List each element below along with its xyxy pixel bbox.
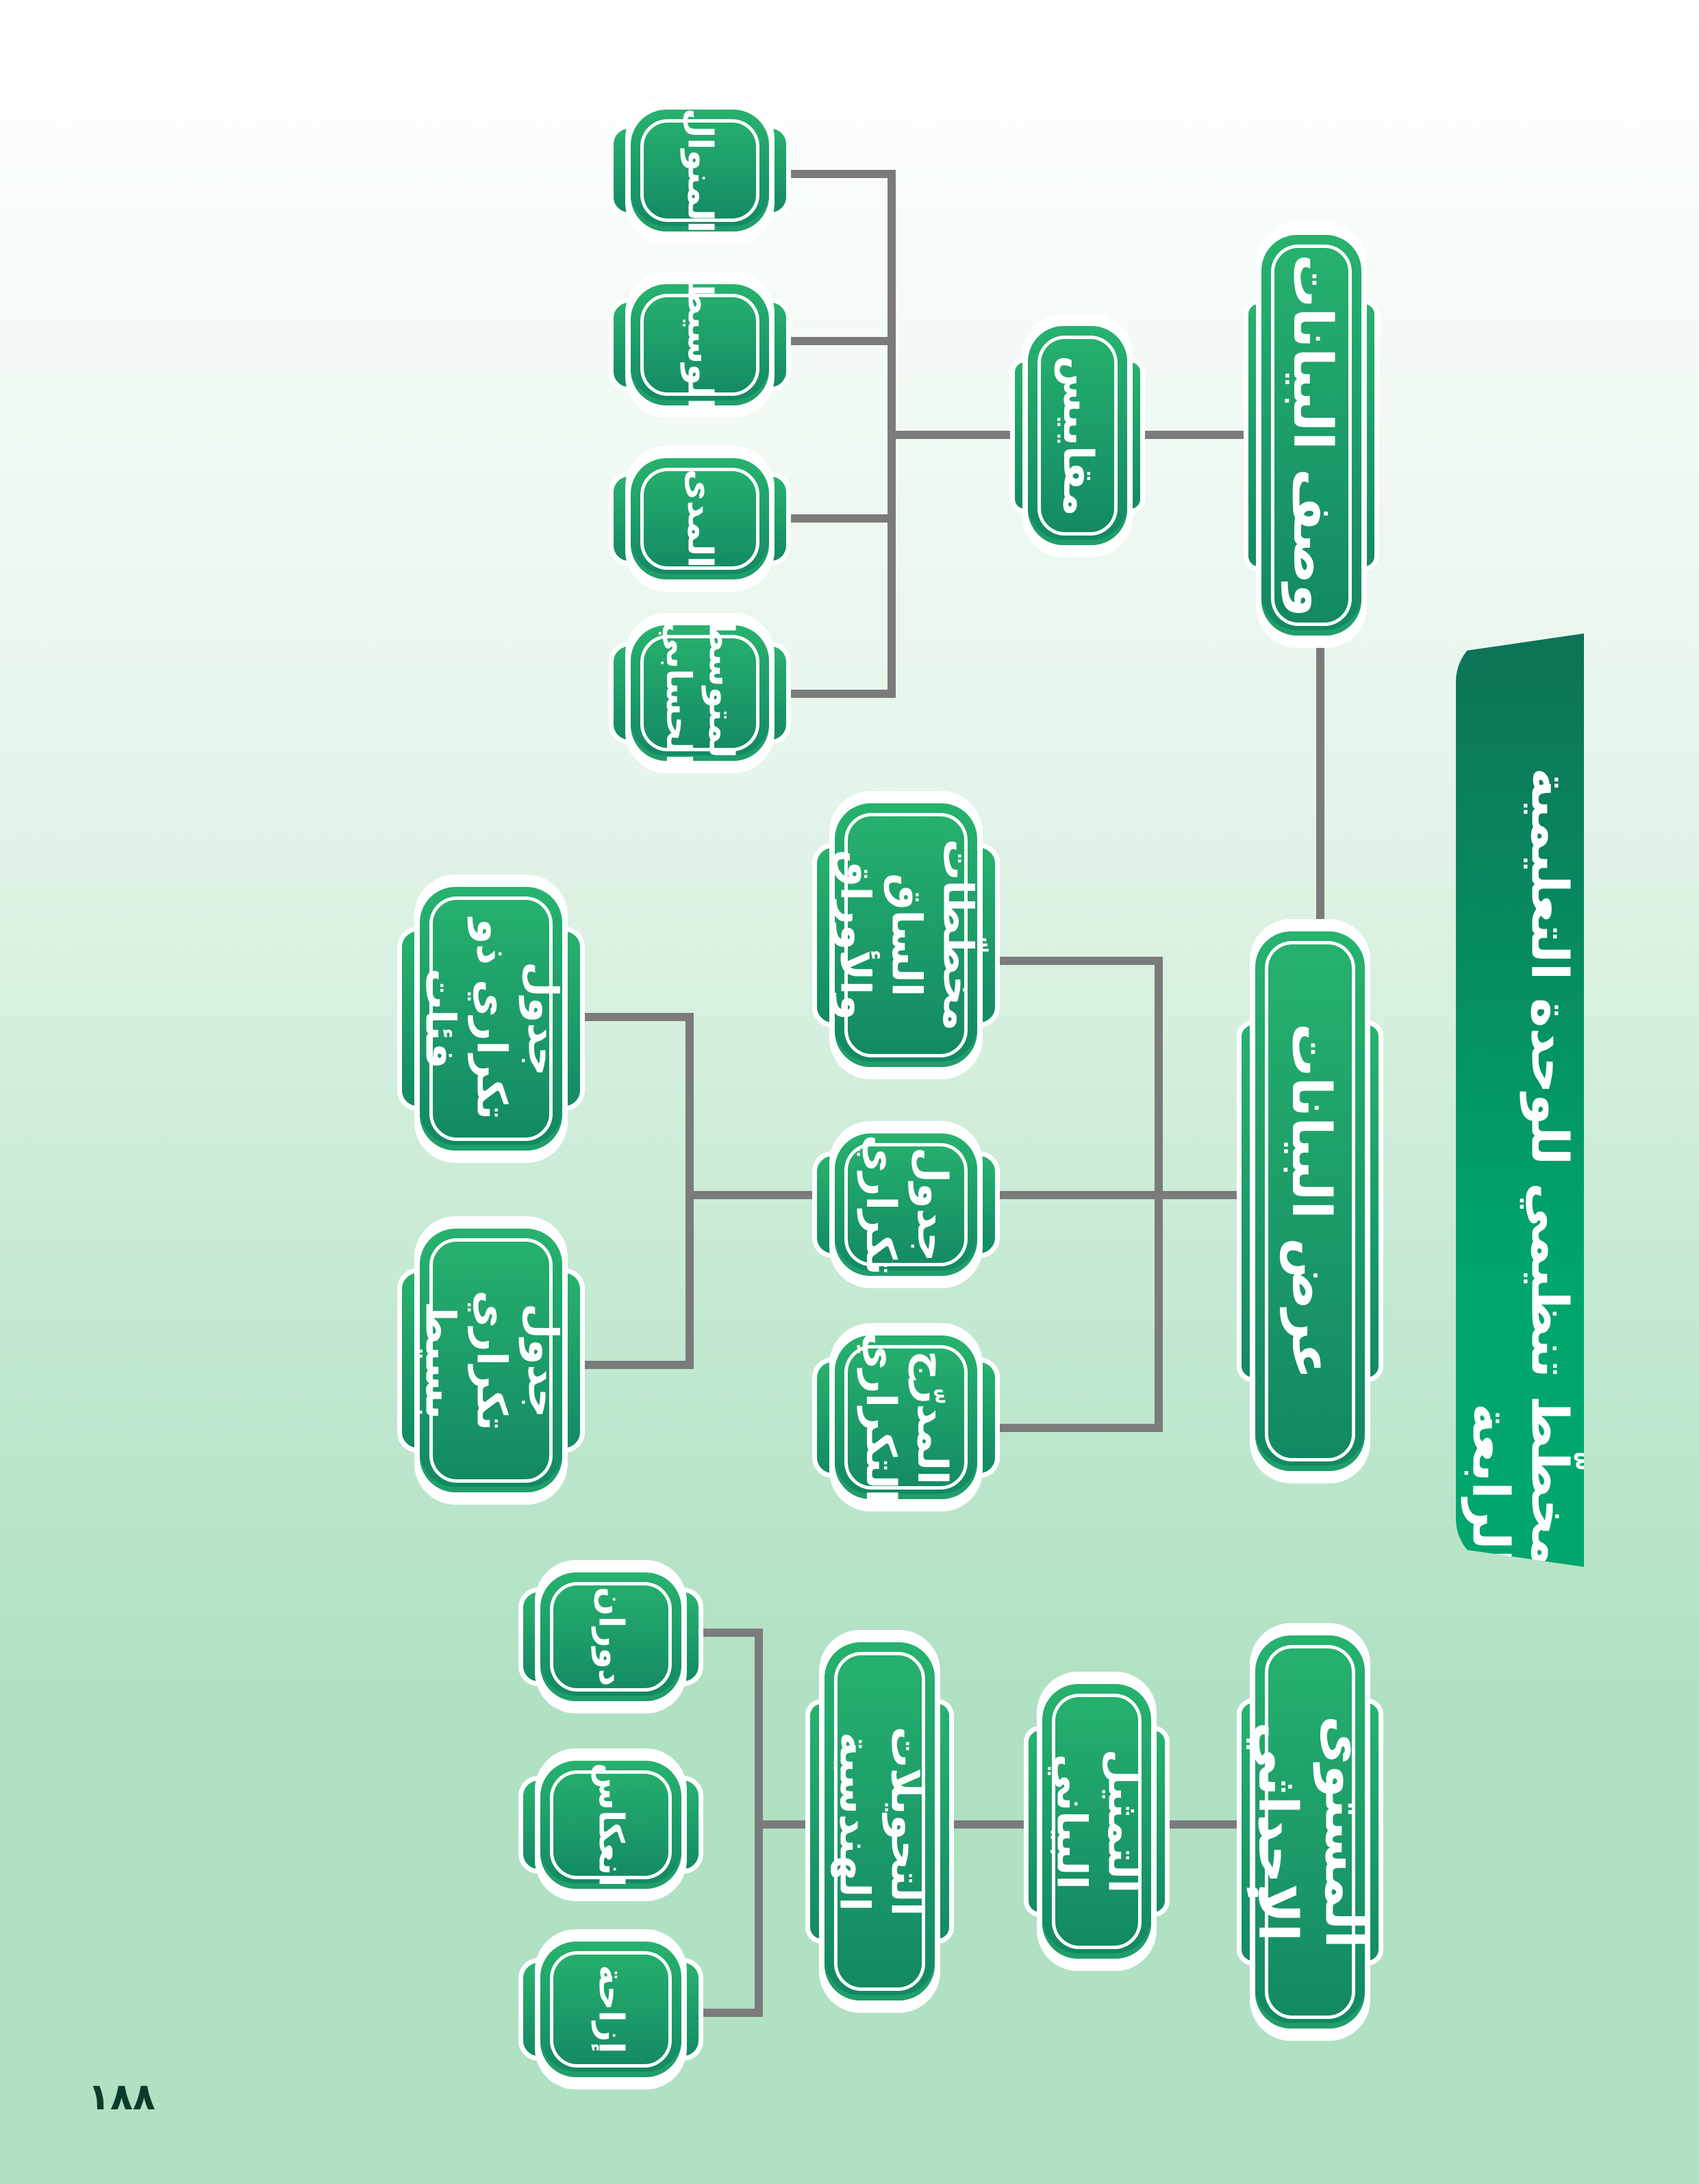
connector bbox=[1000, 1424, 1159, 1432]
connector bbox=[791, 690, 892, 698]
node-label: المدرّج التكراري bbox=[857, 1331, 956, 1503]
node-coordinate-plane: المستوى الإحداثي bbox=[1237, 1623, 1383, 2041]
node-rotation: دوران bbox=[518, 1560, 703, 1714]
connector bbox=[690, 1191, 812, 1199]
node-label: الوسيط bbox=[680, 279, 720, 410]
node-label: انعكاس bbox=[591, 1763, 631, 1887]
connector bbox=[585, 1361, 690, 1369]
node-label: المدى bbox=[680, 469, 720, 568]
node-median: الوسيط bbox=[609, 272, 791, 418]
node-range: المدى bbox=[609, 446, 791, 592]
connector bbox=[892, 431, 1010, 439]
connector bbox=[759, 1820, 805, 1829]
page-title: مخطّط تنظيمي للوحدة التعليمية الرابعة bbox=[1461, 768, 1579, 1567]
page-number: ١٨٨ bbox=[88, 2075, 155, 2118]
node-label: مخطّطات الساق والأوراق bbox=[831, 839, 982, 1031]
connector bbox=[685, 1013, 694, 1369]
node-label: جدول تكراري bbox=[857, 1134, 956, 1275]
node-translation: إزاحة bbox=[518, 1929, 703, 2089]
connector bbox=[954, 1820, 1024, 1829]
node-mode: المنوال bbox=[609, 97, 791, 244]
connector bbox=[703, 1629, 759, 1637]
node-stem-leaf: مخطّطات الساق والأوراق bbox=[812, 791, 1000, 1079]
connector bbox=[1155, 957, 1163, 1432]
node-data-display: عرض البيانات bbox=[1237, 919, 1383, 1483]
connector bbox=[1145, 431, 1244, 439]
node-label: عرض البيانات bbox=[1279, 1023, 1342, 1379]
connector bbox=[888, 170, 896, 698]
connector bbox=[1000, 1191, 1237, 1199]
node-label: دوران bbox=[591, 1587, 631, 1687]
node-label: وصف البيانات bbox=[1281, 253, 1343, 617]
node-grouped-table: جدول تكراري ذو فئات bbox=[397, 875, 585, 1163]
node-measures: مقاييس bbox=[1010, 314, 1145, 557]
connector bbox=[791, 514, 892, 523]
connector bbox=[1316, 648, 1324, 919]
node-label: جدول تكراري ذو فئات bbox=[416, 918, 567, 1120]
node-histogram: المدرّج التكراري bbox=[812, 1323, 1000, 1511]
node-graphing: التمثيل البياني bbox=[1024, 1672, 1170, 1971]
node-transformations: التحويلات الهندسية bbox=[805, 1630, 954, 2013]
node-label: إزاحة bbox=[591, 1965, 631, 2054]
node-label: التمثيل البياني bbox=[1047, 1749, 1147, 1894]
node-label: التحويلات الهندسية bbox=[830, 1727, 930, 1916]
node-data-description: وصف البيانات bbox=[1244, 223, 1379, 648]
node-label: جدول تكراري بسيط bbox=[416, 1290, 567, 1431]
node-reflection: انعكاس bbox=[518, 1748, 703, 1901]
node-mean: المتوسط الحسابي bbox=[609, 613, 791, 773]
connector bbox=[585, 1013, 690, 1021]
connector bbox=[791, 337, 892, 345]
connector bbox=[755, 1629, 763, 2017]
node-frequency-table: جدول تكراري bbox=[812, 1121, 1000, 1288]
connector bbox=[1170, 1820, 1237, 1829]
connector bbox=[703, 2009, 759, 2017]
connector bbox=[1000, 957, 1159, 965]
node-label: مقاييس bbox=[1054, 355, 1102, 516]
node-label: المنوال bbox=[680, 108, 720, 233]
title-banner: مخطّط تنظيمي للوحدة التعليمية الرابعة bbox=[1456, 633, 1584, 1567]
node-simple-table: جدول تكراري بسيط bbox=[397, 1216, 585, 1505]
node-label: المستوى الإحداثي bbox=[1246, 1716, 1375, 1948]
connector bbox=[791, 170, 892, 178]
node-label: المتوسط الحسابي bbox=[659, 616, 742, 770]
